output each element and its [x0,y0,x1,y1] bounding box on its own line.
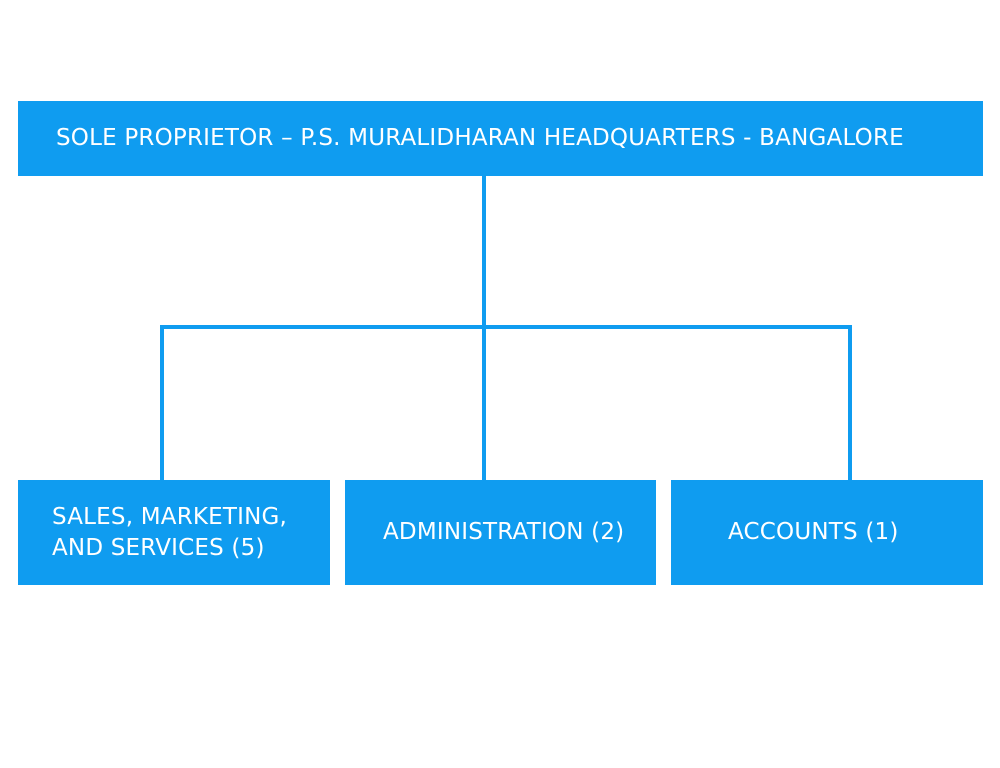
node-sole-proprietor: SOLE PROPRIETOR – P.S. MURALIDHARAN HEAD… [18,101,983,176]
connector-root-down [482,176,486,328]
node-administration: ADMINISTRATION (2) [345,480,656,585]
connector-to-sales [160,325,164,480]
node-administration-label: ADMINISTRATION (2) [383,519,625,545]
node-sales-marketing-services: SALES, MARKETING, AND SERVICES (5) [18,480,330,585]
connector-to-administration [482,325,486,480]
connector-to-accounts [848,325,852,480]
node-accounts-label: ACCOUNTS (1) [728,519,899,545]
node-accounts: ACCOUNTS (1) [671,480,983,585]
connector-horizontal-bus [160,325,852,329]
node-sole-proprietor-label: SOLE PROPRIETOR – P.S. MURALIDHARAN HEAD… [56,125,904,151]
node-sales-marketing-services-label: SALES, MARKETING, AND SERVICES (5) [52,503,288,561]
